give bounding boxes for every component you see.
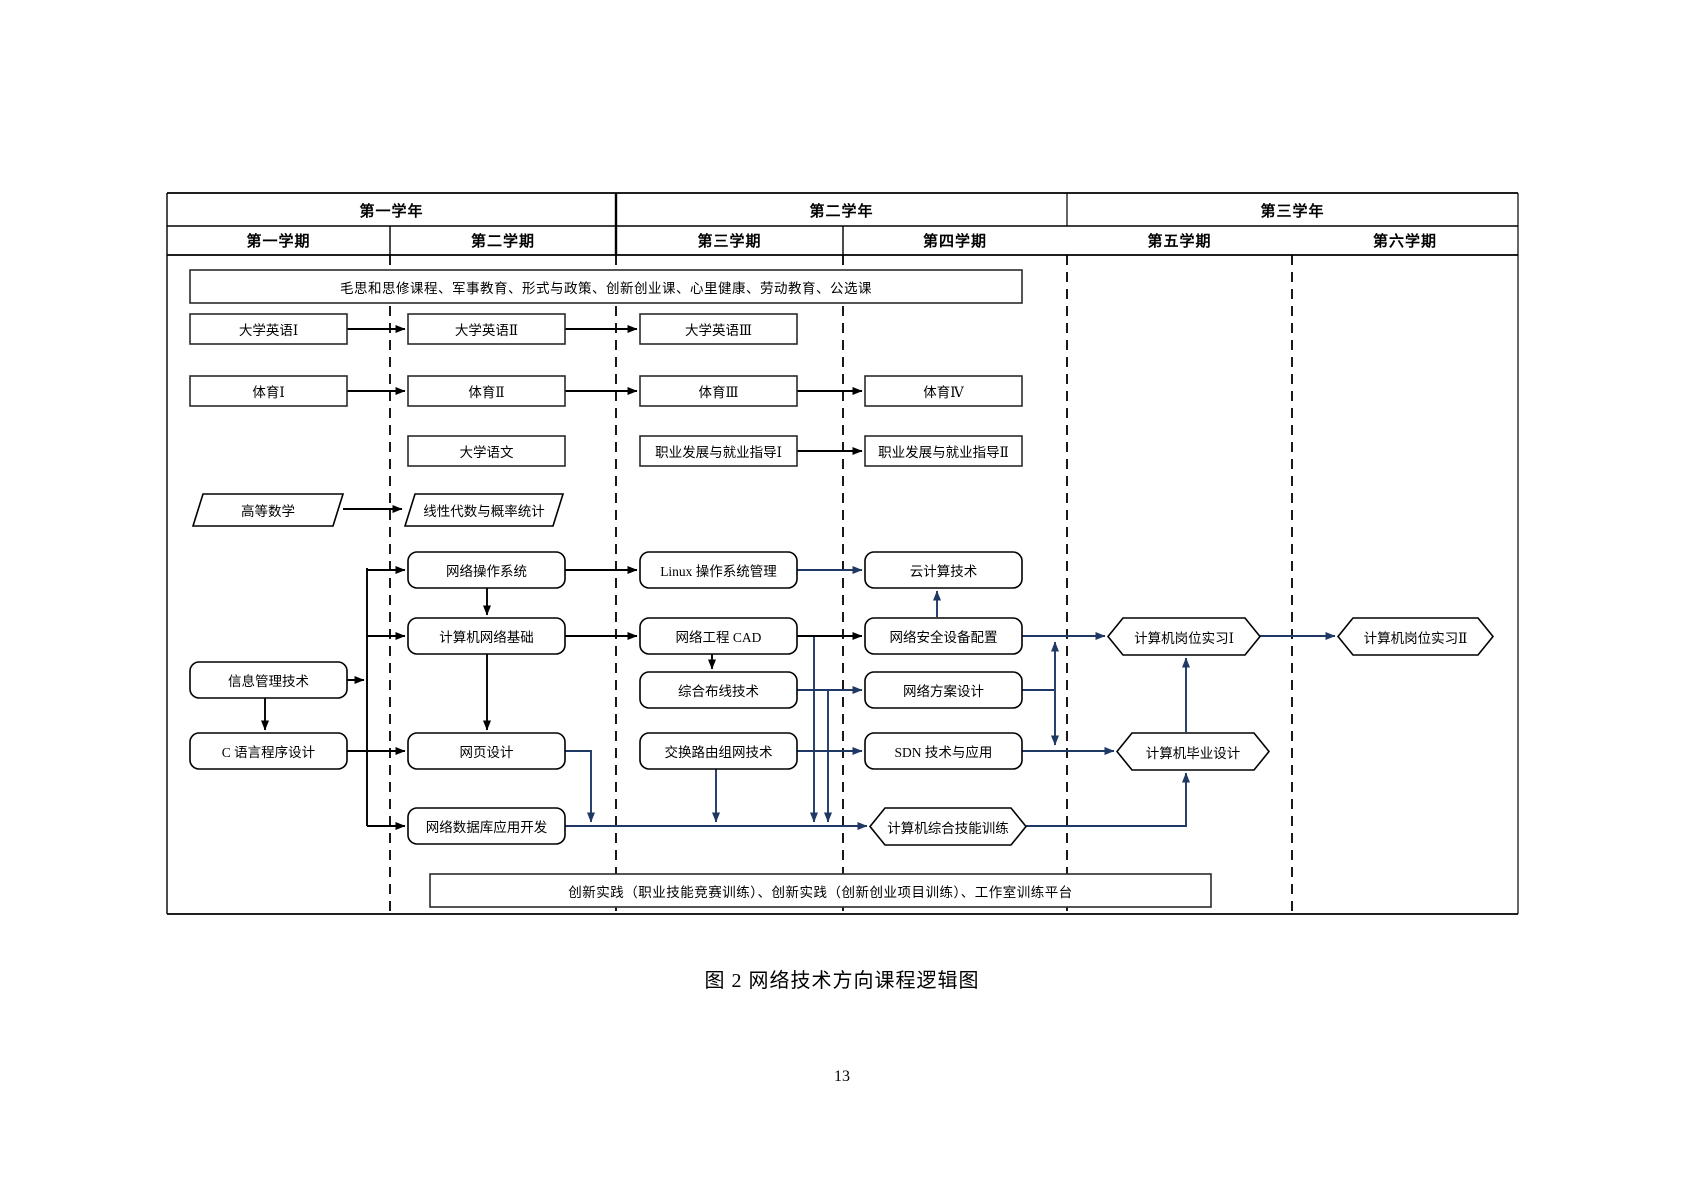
node-shape-practice-banner <box>429 873 1212 908</box>
figure-caption: 图 2 网络技术方向课程逻辑图 <box>704 970 980 992</box>
node-shape-pe-4 <box>864 375 1023 407</box>
edge-skills-training-to-grad-project <box>1026 772 1190 827</box>
year-header-2: 第二学年 <box>809 203 874 220</box>
node-shape-info-mgmt <box>189 661 348 699</box>
node-shape-linux-mgmt <box>639 551 798 589</box>
node-shape-public-courses-banner <box>189 269 1023 304</box>
node-shape-english-1 <box>189 313 348 345</box>
node-shape-net-base <box>407 617 566 655</box>
year-header-1: 第一学年 <box>359 203 424 220</box>
node-shape-pe-1 <box>189 375 348 407</box>
node-shape-net-cad <box>639 617 798 655</box>
node-shape-net-db <box>407 807 566 845</box>
node-shape-english-2 <box>407 313 566 345</box>
node-shape-intern-2 <box>1336 617 1495 656</box>
page-number: 13 <box>834 1068 850 1085</box>
node-shape-career-1 <box>639 435 798 467</box>
semester-header-2: 第二学期 <box>470 234 535 250</box>
node-shape-cloud <box>864 551 1023 589</box>
node-shape-c-prog <box>189 732 348 770</box>
node-shape-net-plan <box>864 671 1023 709</box>
edge-web-design-to-skills-training <box>565 750 595 823</box>
node-shape-net-os <box>407 551 566 589</box>
node-shape-english-3 <box>639 313 798 345</box>
semester-header-1: 第一学期 <box>246 234 311 250</box>
edges-layer <box>261 325 1336 830</box>
semester-dashed-separators <box>389 255 1293 914</box>
node-shape-chinese <box>407 435 566 467</box>
node-shape-switching <box>639 732 798 770</box>
node-shape-cabling <box>639 671 798 709</box>
node-shape-pe-2 <box>407 375 566 407</box>
node-shape-sdn <box>864 732 1023 770</box>
node-shape-math-1 <box>191 493 345 527</box>
node-shape-net-security <box>864 617 1023 655</box>
node-shape-math-2 <box>403 493 565 527</box>
semester-header-4: 第四学期 <box>922 234 987 250</box>
semester-header-5: 第五学期 <box>1147 234 1212 250</box>
node-shape-intern-1 <box>1106 617 1262 656</box>
node-shape-grad-project <box>1115 732 1271 771</box>
semester-header-6: 第六学期 <box>1372 234 1437 250</box>
semester-header-3: 第三学期 <box>697 234 762 250</box>
node-shape-skills-training <box>868 807 1028 846</box>
node-shape-pe-3 <box>639 375 798 407</box>
node-shapes-layer <box>189 269 1495 908</box>
node-shape-career-2 <box>864 435 1023 467</box>
year-header-3: 第三学年 <box>1260 203 1325 220</box>
node-shape-web-design <box>407 732 566 770</box>
